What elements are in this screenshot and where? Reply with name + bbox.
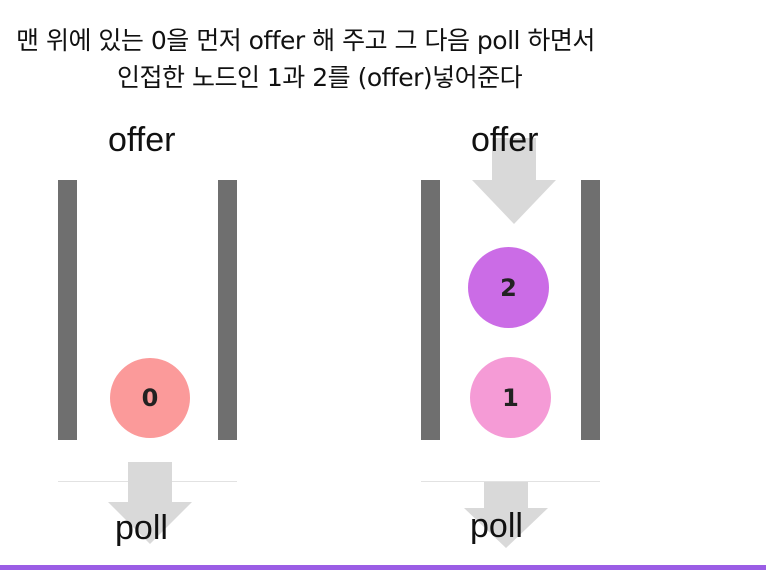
node-2-label: 2: [500, 273, 517, 302]
left-queue-wall-right: [218, 180, 237, 440]
right-queue-wall-right: [581, 180, 600, 440]
node-2: 2: [468, 247, 549, 328]
right-queue-divider: [421, 481, 600, 482]
left-offer-label: offer: [108, 121, 176, 159]
node-0-label: 0: [141, 384, 159, 412]
bottom-accent-bar: [0, 565, 766, 570]
right-queue-wall-left: [421, 180, 440, 440]
left-poll-arrow-icon: [108, 462, 192, 544]
right-offer-label: offer: [471, 121, 539, 159]
left-poll-label: poll: [115, 509, 168, 547]
node-1-label: 1: [502, 383, 519, 412]
caption-line-2: 인접한 노드인 1과 2를 (offer)넣어준다: [117, 63, 523, 92]
right-poll-label: poll: [470, 507, 523, 545]
right-offer-arrow-icon: [472, 138, 556, 224]
left-queue-wall-left: [58, 180, 77, 440]
right-poll-arrow-icon: [464, 482, 548, 548]
caption-line-1: 맨 위에 있는 0을 먼저 offer 해 주고 그 다음 poll 하면서: [16, 26, 595, 55]
node-1: 1: [470, 357, 551, 438]
node-0: 0: [110, 358, 190, 438]
